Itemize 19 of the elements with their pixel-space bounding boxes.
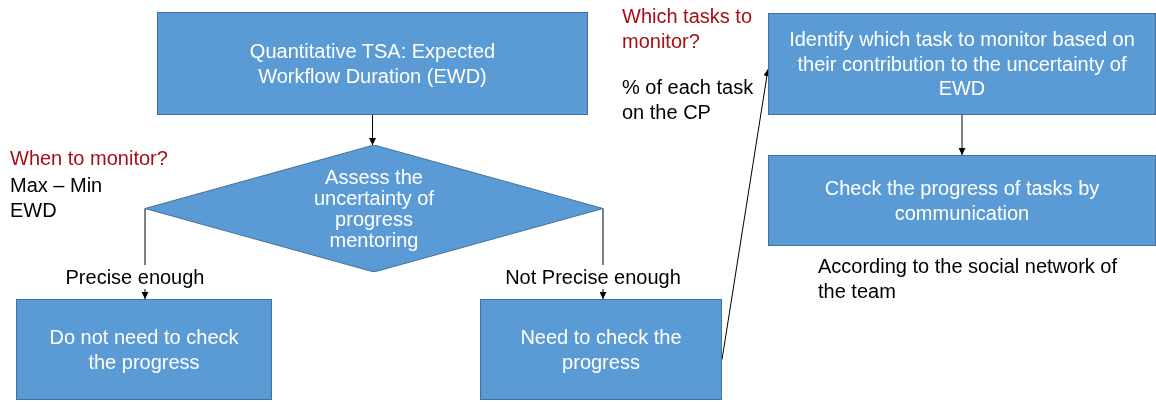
process-box (768, 13, 1156, 115)
note-text: % of each task on the CP (622, 75, 755, 125)
process-box (480, 299, 722, 400)
node-text: Do not need to check the progress (48, 325, 240, 374)
arrow (369, 114, 376, 146)
node-text: Check the progress of tasks by communication (823, 176, 1101, 225)
note-text: Max – Min EWD (10, 173, 104, 223)
node-text: Quantitative TSA: Expected Workflow Duration (EWD) (248, 39, 497, 88)
process-box (16, 299, 272, 400)
process-box (768, 155, 1156, 246)
question-heading: Which tasks to monitor? (622, 4, 754, 54)
arrow (958, 114, 966, 156)
note-text: According to the social network of the team (818, 254, 1118, 304)
edge-label: Not Precise enough (503, 265, 683, 289)
node-text: Identify which task to monitor based on their contribution to the uncertainty of EWD (788, 27, 1136, 101)
question-heading: When to monitor? (10, 146, 169, 171)
node-text: Assess the uncertainty of progress mentoring (312, 166, 436, 251)
node-text: Need to check the progress (519, 325, 683, 374)
process-box (157, 12, 588, 115)
